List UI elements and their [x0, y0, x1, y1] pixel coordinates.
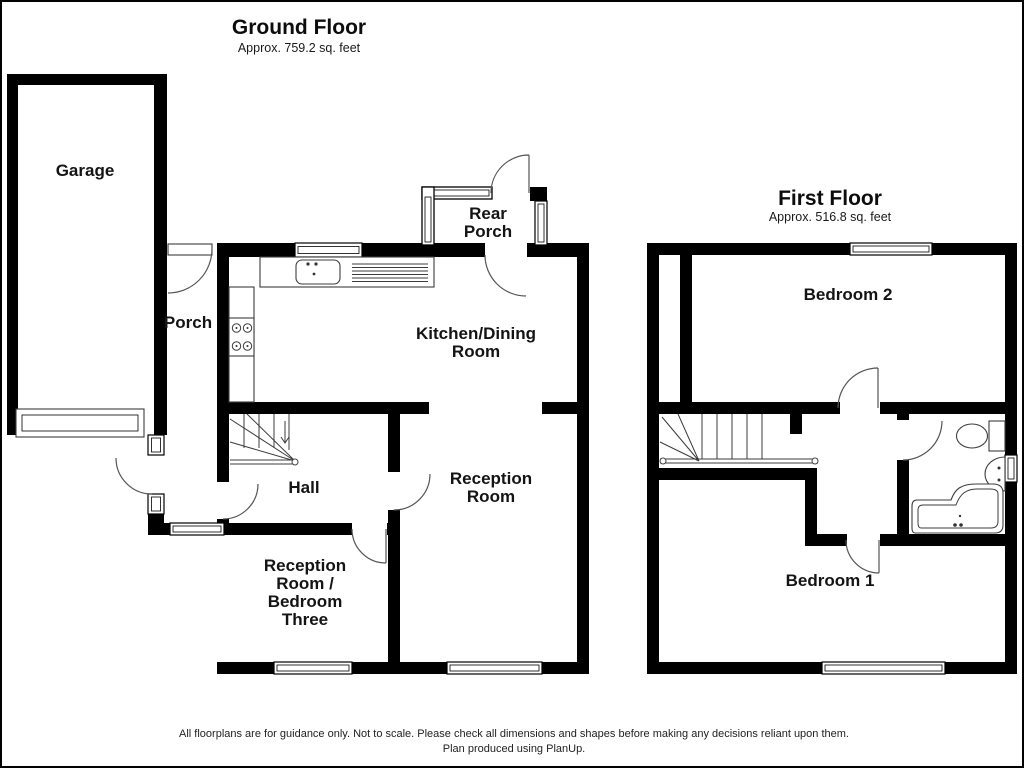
- first-floor-area: Approx. 516.8 sq. feet: [768, 210, 892, 224]
- door-arc: [167, 243, 213, 294]
- room-label-kitchen-dining: Kitchen/Dining Room: [416, 323, 536, 361]
- sink-fixture: [295, 259, 428, 285]
- window: [534, 200, 548, 246]
- first-floor-plan: [647, 242, 1018, 675]
- stairs-ground-floor: [229, 413, 299, 466]
- window: [294, 242, 363, 258]
- first-floor-title: First Floor: [778, 187, 882, 210]
- stairs-first-floor: [659, 413, 819, 465]
- room-label-bedroom-1: Bedroom 1: [785, 570, 875, 590]
- room-label-garage: Garage: [55, 160, 115, 180]
- rear-porch-structure: [421, 186, 548, 246]
- garage-walls: [7, 74, 167, 435]
- window: [169, 522, 225, 536]
- door-arc: [902, 420, 943, 461]
- door-arc: [837, 367, 879, 409]
- room-label-bedroom-2: Bedroom 2: [803, 284, 893, 304]
- window: [821, 661, 946, 675]
- window: [147, 434, 165, 456]
- disclaimer-text: All floorplans are for guidance only. No…: [179, 728, 849, 740]
- toilet-fixture: [955, 420, 1006, 452]
- ground-floor-title: Ground Floor: [231, 16, 367, 39]
- door-arc: [351, 528, 387, 564]
- room-label-reception-bedroom-three: Reception Room / Bedroom Three: [263, 555, 347, 630]
- door-arc: [845, 539, 880, 574]
- window: [1004, 454, 1018, 483]
- ground-floor-walls: [148, 243, 589, 674]
- room-label-porch: Porch: [163, 312, 213, 332]
- door-arc: [490, 154, 530, 194]
- ground-floor-plan: [7, 74, 589, 675]
- garage-door: [15, 408, 145, 438]
- first-floor-walls: [647, 243, 1017, 674]
- window: [273, 661, 353, 675]
- door-arc: [115, 457, 153, 495]
- door-arc: [393, 473, 431, 511]
- room-label-rear-porch: Rear Porch: [463, 203, 513, 241]
- window: [446, 661, 543, 675]
- window: [147, 493, 165, 515]
- hob-fixture: [228, 317, 255, 357]
- ground-floor-area: Approx. 759.2 sq. feet: [237, 41, 361, 55]
- room-label-reception: Reception Room: [449, 468, 533, 506]
- room-label-hall: Hall: [288, 477, 320, 497]
- stairs-direction-arrow: [280, 421, 290, 444]
- door-arc: [484, 254, 527, 297]
- window: [849, 242, 933, 256]
- produced-by-text: Plan produced using PlanUp.: [442, 743, 586, 755]
- bath-fixture: [911, 483, 1004, 534]
- door-arc: [222, 483, 259, 520]
